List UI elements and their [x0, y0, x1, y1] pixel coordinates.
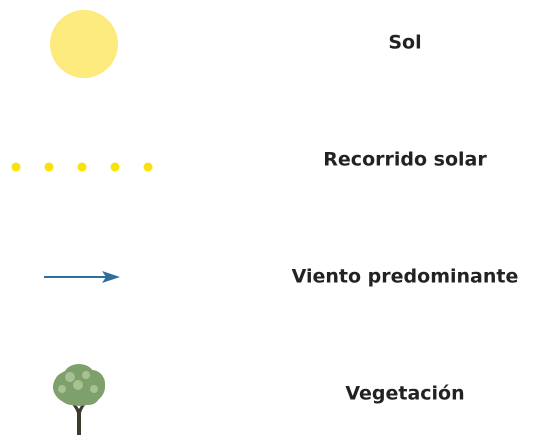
- legend-label-sun: Sol: [388, 31, 422, 54]
- legend-label-vegetation: Vegetación: [345, 382, 465, 405]
- legend-label-wind: Viento predominante: [291, 265, 519, 288]
- arrow-right-icon: [44, 271, 120, 283]
- sun-icon: [50, 10, 118, 78]
- path-dot: [143, 162, 153, 172]
- tree-icon: [53, 364, 105, 435]
- path-dot: [44, 162, 54, 172]
- tree-highlights: [58, 371, 98, 393]
- legend-row-wind: Viento predominante: [0, 250, 546, 300]
- legend-row-sun: Sol: [0, 0, 546, 90]
- arrow-head: [102, 271, 120, 283]
- legend-row-vegetation: Vegetación: [0, 355, 546, 435]
- path-dot: [77, 162, 87, 172]
- tree-trunk: [68, 399, 89, 435]
- path-dot: [110, 162, 120, 172]
- legend-row-solar-path: Recorrido solar: [0, 130, 546, 190]
- path-dot: [11, 162, 21, 172]
- legend-label-solar-path: Recorrido solar: [323, 148, 487, 171]
- dotted-path-icon: [11, 162, 153, 172]
